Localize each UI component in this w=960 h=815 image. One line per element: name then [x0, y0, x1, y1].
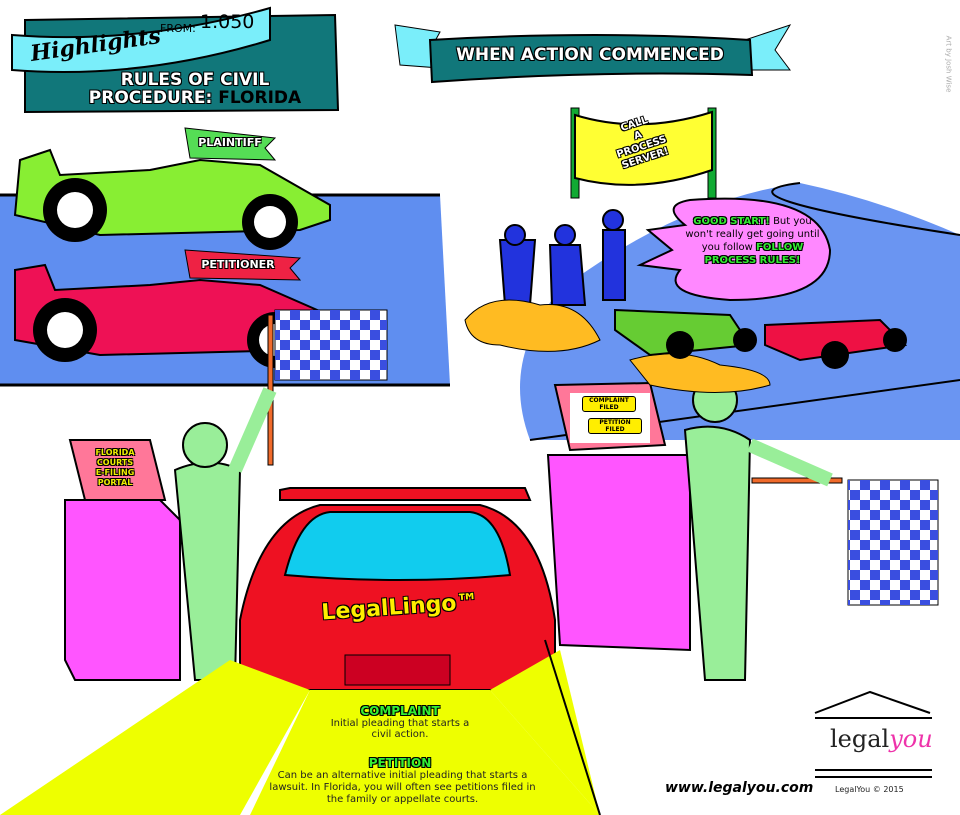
red-car-small — [764, 318, 908, 362]
copyright: LegalYou © 2015 — [835, 785, 904, 794]
petitioner-flag-label: PETITIONER — [201, 258, 275, 271]
section-ribbon — [428, 34, 754, 84]
plaintiff-race-car — [13, 148, 331, 250]
highlights-ribbon — [11, 6, 271, 73]
speech-body: But you won't really get going until you… — [685, 216, 820, 253]
screen-line: E-FILING — [95, 468, 135, 477]
process-server-banner — [574, 110, 713, 186]
petition-term: PETITION — [368, 756, 432, 770]
plaintiff-flag — [184, 127, 277, 161]
title-prefix: PROCEDURE: — [88, 88, 213, 108]
petitioner-flag — [184, 249, 302, 281]
plaintiff-flag-label: PLAINTIFF — [198, 136, 262, 149]
right-podium — [546, 454, 691, 652]
petition-definition: Can be an alternative initial pleading t… — [269, 770, 536, 805]
complaint-term: COMPLAINT — [360, 704, 440, 718]
checkered-flag-left — [267, 309, 388, 466]
speech-highlight: FOLLOW PROCESS RULES! — [704, 242, 804, 266]
right-road — [520, 183, 960, 440]
complaint-definition: Initial pleading that starts a civil act… — [330, 718, 470, 740]
speech-text: GOOD START! But you won't really get goi… — [685, 215, 820, 267]
flagger-left — [173, 387, 277, 681]
title-line-1: RULES OF CIVIL — [120, 70, 270, 90]
smoke-cloud — [464, 299, 601, 352]
headlight-beam — [250, 690, 600, 815]
logo-you: you — [889, 725, 933, 753]
screen-line: PORTAL — [97, 478, 133, 487]
complaint-filed-button[interactable]: COMPLAINT FILED — [582, 396, 636, 412]
left-laptop — [68, 439, 167, 501]
petition-filed-button[interactable]: PETITION FILED — [588, 418, 642, 434]
from-label: FROM: — [160, 22, 196, 35]
rule-number: 1.050 — [200, 11, 255, 33]
checkered-flag-right — [751, 477, 939, 606]
screen-line: FLORIDA — [95, 448, 135, 457]
pit-crew — [498, 209, 626, 306]
logo-text: legalyou — [830, 725, 933, 753]
website-link[interactable]: www.legalyou.com — [665, 780, 814, 796]
speech-highlight: GOOD START! — [693, 216, 770, 227]
legallingo-car — [239, 487, 556, 691]
speech-bubble — [636, 197, 832, 302]
screen-line: COURTS — [96, 458, 134, 467]
section-title: WHEN ACTION COMMENCED — [456, 45, 724, 65]
left-podium — [64, 499, 181, 681]
title-line-2: PROCEDURE: FLORIDA — [60, 88, 330, 108]
logo-legal: legal — [830, 725, 890, 753]
art-credit: Art by Josh Wise — [944, 35, 953, 93]
legalyou-logo — [814, 690, 932, 778]
flagger-right — [683, 377, 833, 681]
title-state: FLORIDA — [218, 88, 302, 108]
